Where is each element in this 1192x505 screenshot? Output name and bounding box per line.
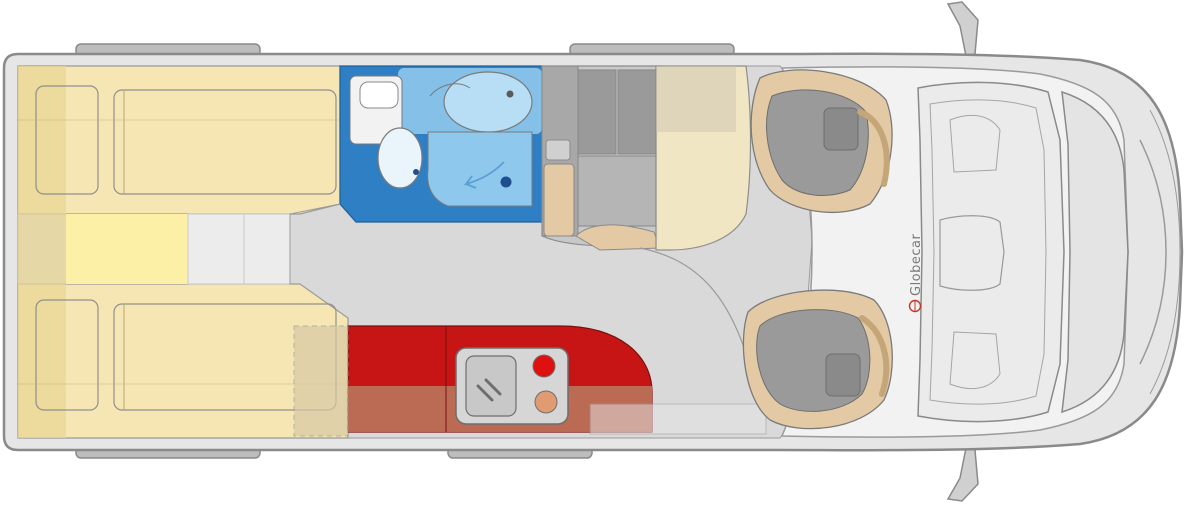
dashboard-inner <box>929 99 1047 405</box>
mirror-bottom-icon <box>946 447 979 502</box>
shower-door-arrow-icon <box>463 161 505 189</box>
burner-rear-icon <box>534 390 558 414</box>
brand-logo-text: Globecar <box>909 233 924 296</box>
bed-step-area <box>66 214 188 284</box>
drain-icon <box>500 176 512 188</box>
toilet-icon <box>377 127 423 189</box>
bed-side-strip <box>18 66 66 438</box>
seat-top-armrest <box>857 109 890 187</box>
passenger-seat <box>742 289 893 430</box>
shower-curve <box>429 83 471 97</box>
rear-beds <box>17 65 349 439</box>
bathroom <box>339 65 543 223</box>
bench-seat-2 <box>617 69 657 155</box>
brand-logo: Globecar <box>908 233 924 313</box>
kitchen <box>293 325 767 437</box>
seat-bottom-headrest <box>825 353 861 397</box>
bench-seat-1 <box>577 69 617 155</box>
burner-front-icon <box>532 354 556 378</box>
driver-seat <box>750 69 893 214</box>
seat-bottom-armrest <box>859 315 890 397</box>
fridge-outline <box>293 325 349 437</box>
bench-armrest <box>543 163 575 237</box>
tap-icon <box>506 90 514 98</box>
bench-cushion-front <box>577 155 657 227</box>
windscreen <box>1061 90 1129 414</box>
mirror-top-icon <box>946 1 979 57</box>
pillow-lower-left <box>35 299 99 411</box>
table-shadow <box>656 66 736 132</box>
aisle-edge <box>289 203 341 285</box>
bed-step-floor <box>187 213 291 285</box>
cushion-upper <box>113 89 337 195</box>
toilet-lid <box>359 81 399 109</box>
dash-console <box>939 215 1005 291</box>
bench-headrest <box>545 139 571 161</box>
seat-top-headrest <box>823 107 859 151</box>
kitchen-extension <box>589 403 767 435</box>
washbasin-icon <box>443 71 533 133</box>
pillow-upper-left <box>35 85 99 195</box>
shower-tray <box>427 131 533 207</box>
dining-table <box>655 65 752 251</box>
bonnet-line <box>1139 139 1167 365</box>
dinette <box>541 65 752 251</box>
dash-vent-top <box>949 114 1001 173</box>
toilet-flush-icon <box>413 169 419 175</box>
bed-upper <box>17 65 341 215</box>
front-bumper <box>1149 109 1181 395</box>
dashboard <box>917 81 1065 423</box>
dash-vent-bottom <box>949 331 1001 390</box>
faucet-icon <box>476 378 502 402</box>
